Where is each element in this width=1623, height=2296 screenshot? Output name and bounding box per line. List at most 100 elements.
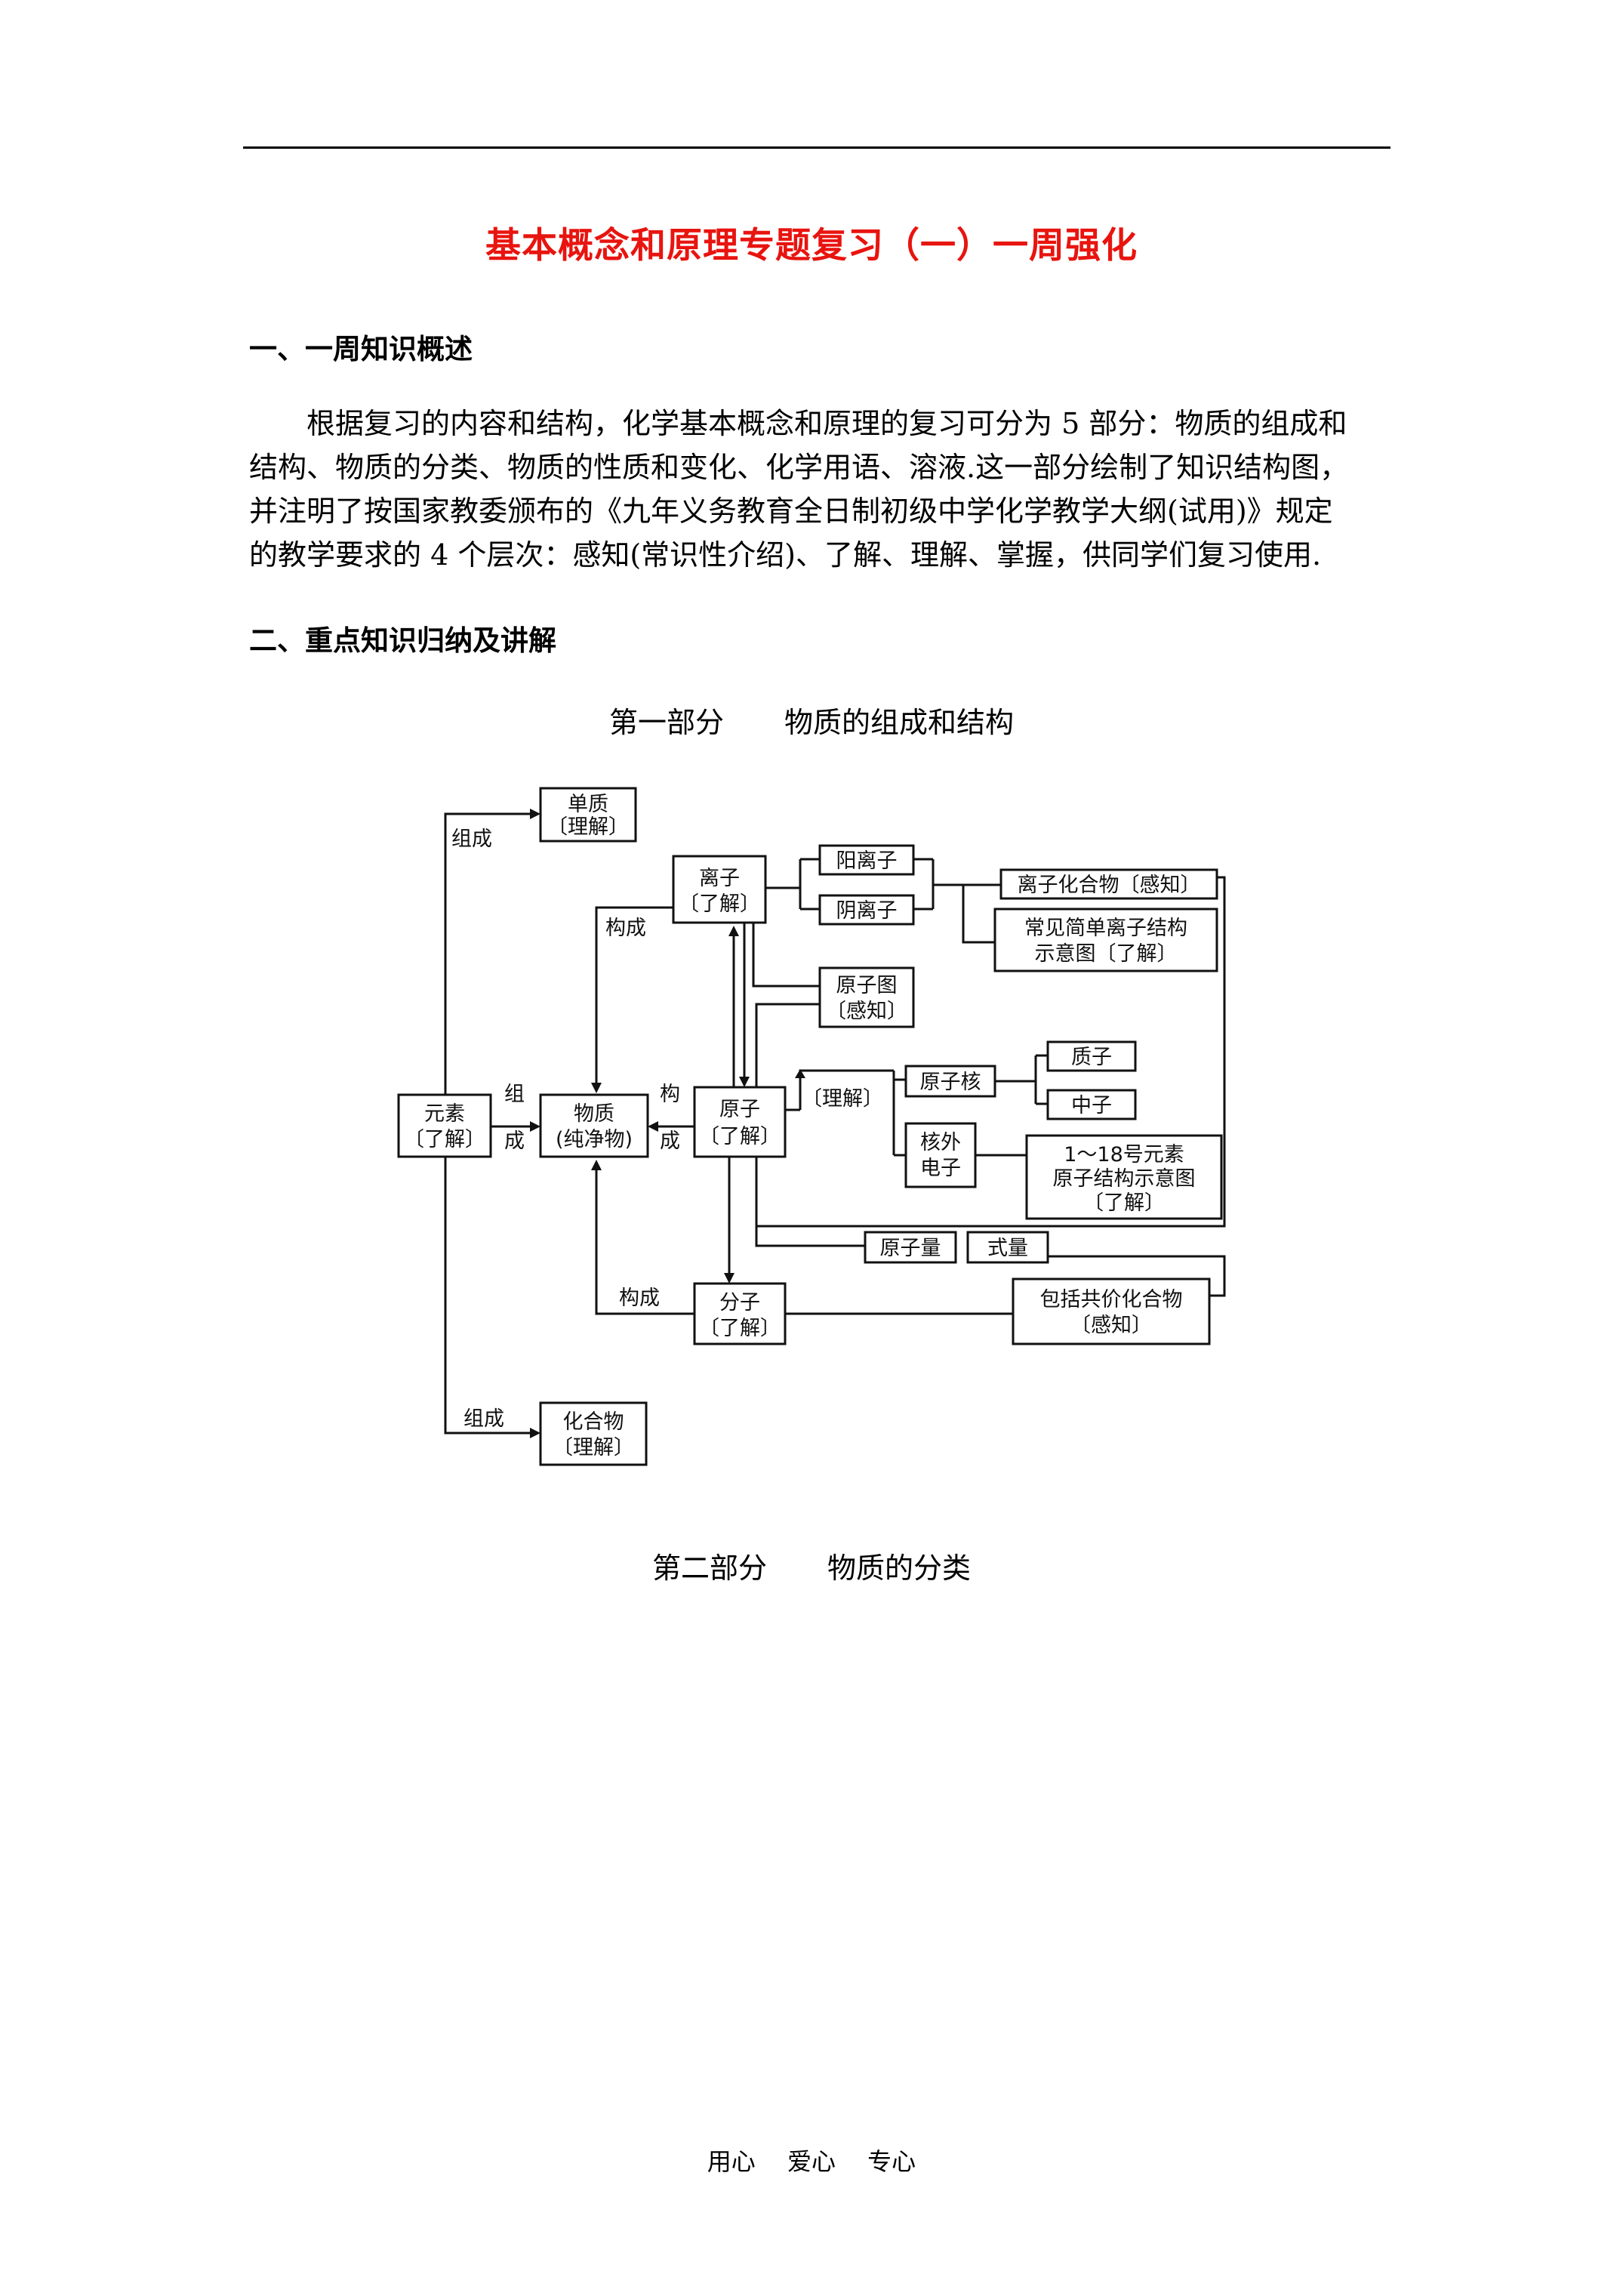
box-frame xyxy=(818,966,915,1028)
arrow-head xyxy=(530,809,540,819)
arrow-head xyxy=(739,1077,750,1087)
footer-text: 爱心 xyxy=(787,2147,836,2176)
box-text: 包括共价化合物 xyxy=(1040,1288,1183,1311)
connector-yuanzi-yuanziliang xyxy=(755,1157,865,1247)
footer-text: 用心 xyxy=(707,2147,756,2176)
box-wuzhi: 物质 (纯净物) xyxy=(539,1093,649,1158)
box-fenzi: 分子 〔了解〕 xyxy=(693,1282,787,1345)
box-text: 原子核 xyxy=(920,1071,981,1094)
box-frame xyxy=(904,1122,977,1188)
box-yuansu: 元素 〔了解〕 xyxy=(397,1093,492,1158)
box-frame xyxy=(672,855,767,924)
connector-lizi-yuanzitu xyxy=(752,923,820,988)
label-cheng: 成 xyxy=(504,1130,525,1153)
box-yuanzi: 原子 〔了解〕 xyxy=(693,1086,787,1158)
connector-yuansu-huahewu xyxy=(444,1157,533,1435)
box-changjian: 常见简单离子结构 示意图〔了解〕 xyxy=(993,908,1218,972)
arrow-head xyxy=(591,1083,602,1093)
box-text: 原子图 xyxy=(836,974,898,997)
paragraph-line: 根据复习的内容和结构，化学基本概念和原理的复习可分为 5 部分：物质的组成和 xyxy=(306,407,1347,440)
page-footer: 用心 爱心 专心 xyxy=(0,2143,1623,2177)
box-text: 阴离子 xyxy=(836,899,898,923)
box-frame xyxy=(966,1231,1049,1264)
connector-yuanzi-yuanzitu xyxy=(755,1003,820,1087)
label-zu: 组 xyxy=(504,1083,525,1106)
box-yinlizi: 阴离子 xyxy=(818,894,915,926)
box-text: 〔了解〕 xyxy=(699,1125,781,1148)
box-text: 1～18号元素 xyxy=(1064,1143,1184,1166)
box-frame xyxy=(1046,1089,1137,1120)
box-text: 中子 xyxy=(1071,1094,1112,1117)
box-text: 离子 xyxy=(699,867,740,890)
box-text: 〔了解〕 xyxy=(404,1128,485,1151)
box-text: 示意图〔了解〕 xyxy=(1035,942,1178,966)
box-yanglizi: 阳离子 xyxy=(818,844,915,876)
box-text: 〔理解〕 xyxy=(547,815,629,839)
connector-lizi-wuzhi xyxy=(595,906,673,1086)
box-text: 〔了解〕 xyxy=(699,1317,781,1340)
connector-right-bracket xyxy=(756,876,1226,1228)
box-text: 阳离子 xyxy=(836,849,898,873)
box-text: 离子化合物〔感知〕 xyxy=(1018,874,1201,897)
label-lijie: 〔理解〕 xyxy=(802,1087,883,1111)
box-yuanzitu: 原子图 〔感知〕 xyxy=(818,966,915,1028)
arrow-head xyxy=(724,1273,735,1284)
section1-heading: 一、一周知识概述 xyxy=(249,332,473,365)
box-text: 原子结构示意图 xyxy=(1053,1167,1196,1191)
label-goucheng-lizi: 构成 xyxy=(605,917,646,940)
box-text: 式量 xyxy=(987,1237,1028,1260)
box-text: 质子 xyxy=(1071,1046,1112,1069)
box-frame xyxy=(539,1093,649,1158)
box-text: 常见简单离子结构 xyxy=(1024,917,1187,940)
box-frame xyxy=(1012,1277,1211,1345)
box-hewai: 核外 电子 xyxy=(904,1122,977,1188)
label-cheng2: 成 xyxy=(660,1130,680,1153)
box-text: 化合物 xyxy=(563,1410,624,1434)
label-gou: 构 xyxy=(660,1083,680,1106)
arrow-head xyxy=(591,1160,602,1170)
box-shiliang: 式量 xyxy=(966,1231,1049,1264)
footer-text: 专心 xyxy=(867,2147,916,2176)
box-frame xyxy=(999,868,1218,900)
box-lizihuahewu: 离子化合物〔感知〕 xyxy=(999,868,1218,900)
box-text: 单质 xyxy=(568,793,608,816)
box-frame xyxy=(1046,1040,1137,1072)
box-text: (纯净物) xyxy=(556,1128,633,1151)
connectors xyxy=(444,809,1226,1438)
connector-fenzi-wuzhi xyxy=(595,1167,694,1315)
box-text: 原子量 xyxy=(880,1237,941,1260)
page-title: 基本概念和原理专题复习（一）一周强化 xyxy=(485,225,1138,267)
arrow-head xyxy=(530,1121,540,1132)
box-text: 物质 xyxy=(574,1102,614,1126)
box-frame xyxy=(904,1065,996,1098)
box-huahewu: 化合物 〔理解〕 xyxy=(539,1401,648,1466)
box-jiegoutu: 1～18号元素 原子结构示意图 〔了解〕 xyxy=(1025,1134,1223,1220)
box-gongjia: 包括共价化合物 〔感知〕 xyxy=(1012,1277,1211,1345)
box-frame xyxy=(818,894,915,926)
box-text: 〔了解〕 xyxy=(679,892,760,916)
section2-heading: 二、重点知识归纳及讲解 xyxy=(249,624,556,657)
box-yuanzihe: 原子核 xyxy=(904,1065,996,1098)
part2-name: 物质的分类 xyxy=(827,1552,972,1585)
box-frame xyxy=(818,844,915,876)
connector-to-changjian xyxy=(962,885,995,944)
box-frame xyxy=(397,1093,492,1158)
box-zhizi: 质子 xyxy=(1046,1040,1137,1072)
box-text: 原子 xyxy=(719,1098,760,1121)
label-zucheng-bottom: 组成 xyxy=(463,1407,504,1431)
paragraph-line: 结构、物质的分类、物质的性质和变化、化学用语、溶液.这一部分绘制了知识结构图， xyxy=(249,451,1349,484)
box-yuanziliang: 原子量 xyxy=(864,1231,957,1264)
box-text: 〔感知〕 xyxy=(1070,1314,1152,1337)
part1-heading: 第一部分物质的组成和结构 xyxy=(0,699,1623,741)
box-frame xyxy=(993,908,1218,972)
part1-label: 第一部分 xyxy=(608,706,724,739)
box-frame xyxy=(1025,1134,1223,1220)
connector-yuansu-danzhi xyxy=(444,812,533,1095)
box-frame xyxy=(693,1282,787,1345)
box-text: 分子 xyxy=(719,1291,760,1314)
part2-heading: 第二部分物质的分类 xyxy=(0,1545,1623,1586)
box-text: 〔感知〕 xyxy=(826,1000,907,1023)
box-text: 〔了解〕 xyxy=(1083,1191,1165,1215)
box-text: 电子 xyxy=(920,1157,961,1180)
